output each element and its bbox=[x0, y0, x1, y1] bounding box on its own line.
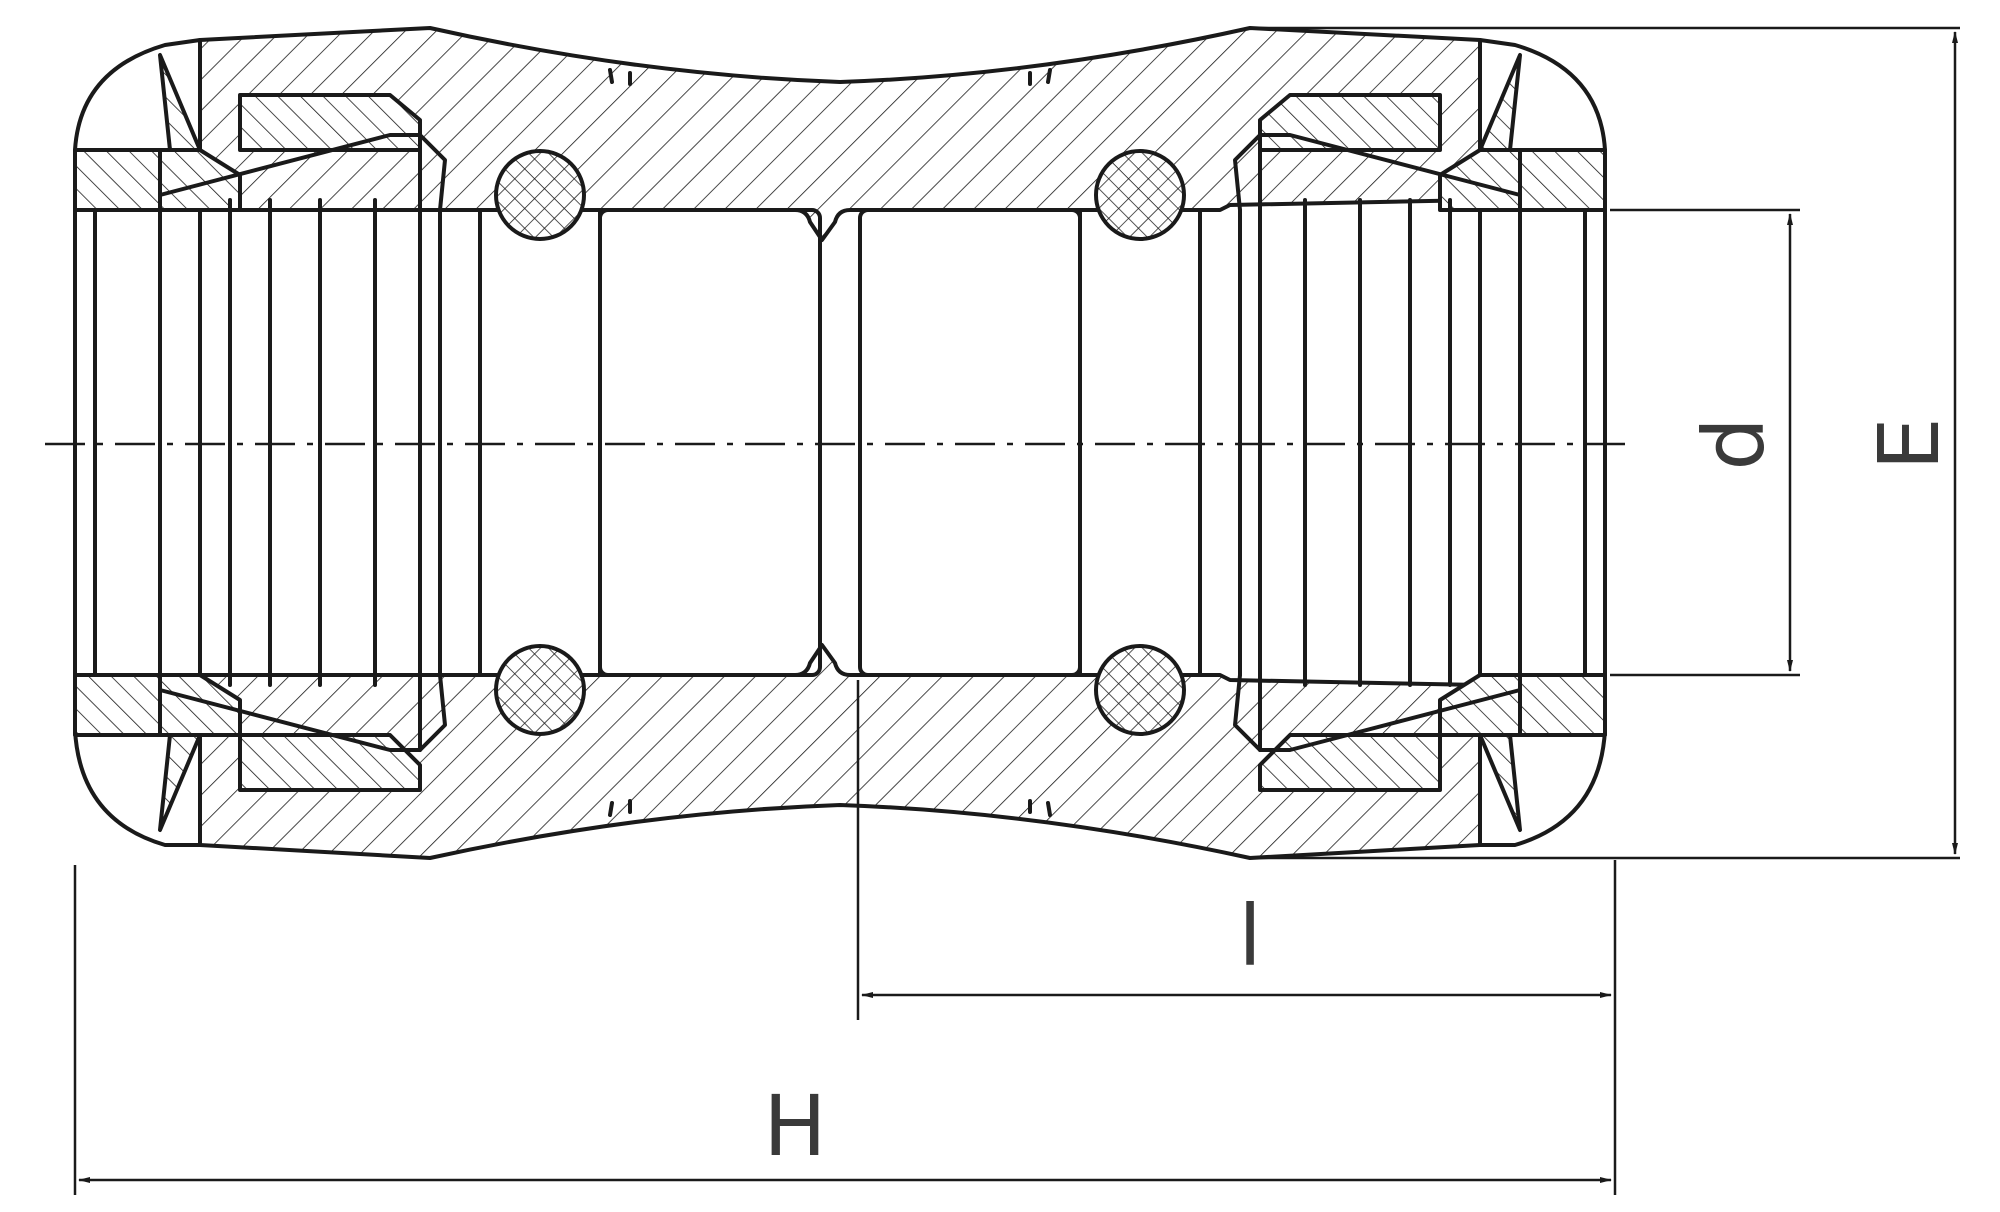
right-grip-ring bbox=[1233, 93, 1522, 792]
inner-bore bbox=[478, 208, 1202, 677]
dimension-l-label: l bbox=[1238, 887, 1261, 985]
o-ring-bottom-left bbox=[494, 644, 586, 736]
o-ring-top-left bbox=[494, 149, 586, 241]
o-rings bbox=[494, 149, 1186, 736]
right-end-cap bbox=[1438, 38, 1607, 847]
o-ring-top-right bbox=[1094, 149, 1186, 241]
dimension-h-label: H bbox=[763, 1077, 826, 1175]
o-ring-bottom-right bbox=[1094, 644, 1186, 736]
dimension-d-label: d bbox=[1685, 417, 1783, 470]
left-grip-ring bbox=[158, 93, 447, 792]
left-end-cap bbox=[73, 38, 242, 847]
dimension-e-label: E bbox=[1860, 417, 1958, 470]
